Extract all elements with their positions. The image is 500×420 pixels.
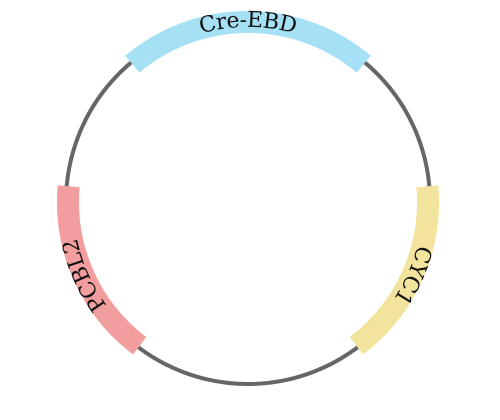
feature-arc-cre-ebd[interactable] bbox=[125, 11, 371, 73]
feature-arc-cyc1[interactable] bbox=[349, 185, 439, 355]
feature-pcbl2[interactable]: PCBL2 bbox=[57, 185, 147, 355]
feature-label-cyc1: CYC1 bbox=[388, 243, 436, 310]
feature-cyc1[interactable]: CYC1 bbox=[349, 185, 439, 355]
feature-label-cre-ebd-text: Cre-EBD bbox=[197, 8, 299, 39]
feature-arc-pcbl2[interactable] bbox=[57, 185, 147, 355]
feature-label-pcbl2-text: PCBL2 bbox=[58, 236, 111, 316]
feature-label-pcbl2: PCBL2 bbox=[58, 236, 111, 316]
feature-layer: Cre-EBD CYC1 PCBL2 bbox=[57, 8, 439, 355]
feature-label-cre-ebd: Cre-EBD bbox=[197, 8, 299, 39]
feature-cre-ebd[interactable]: Cre-EBD bbox=[125, 8, 371, 73]
feature-label-cyc1-text: CYC1 bbox=[388, 243, 436, 310]
